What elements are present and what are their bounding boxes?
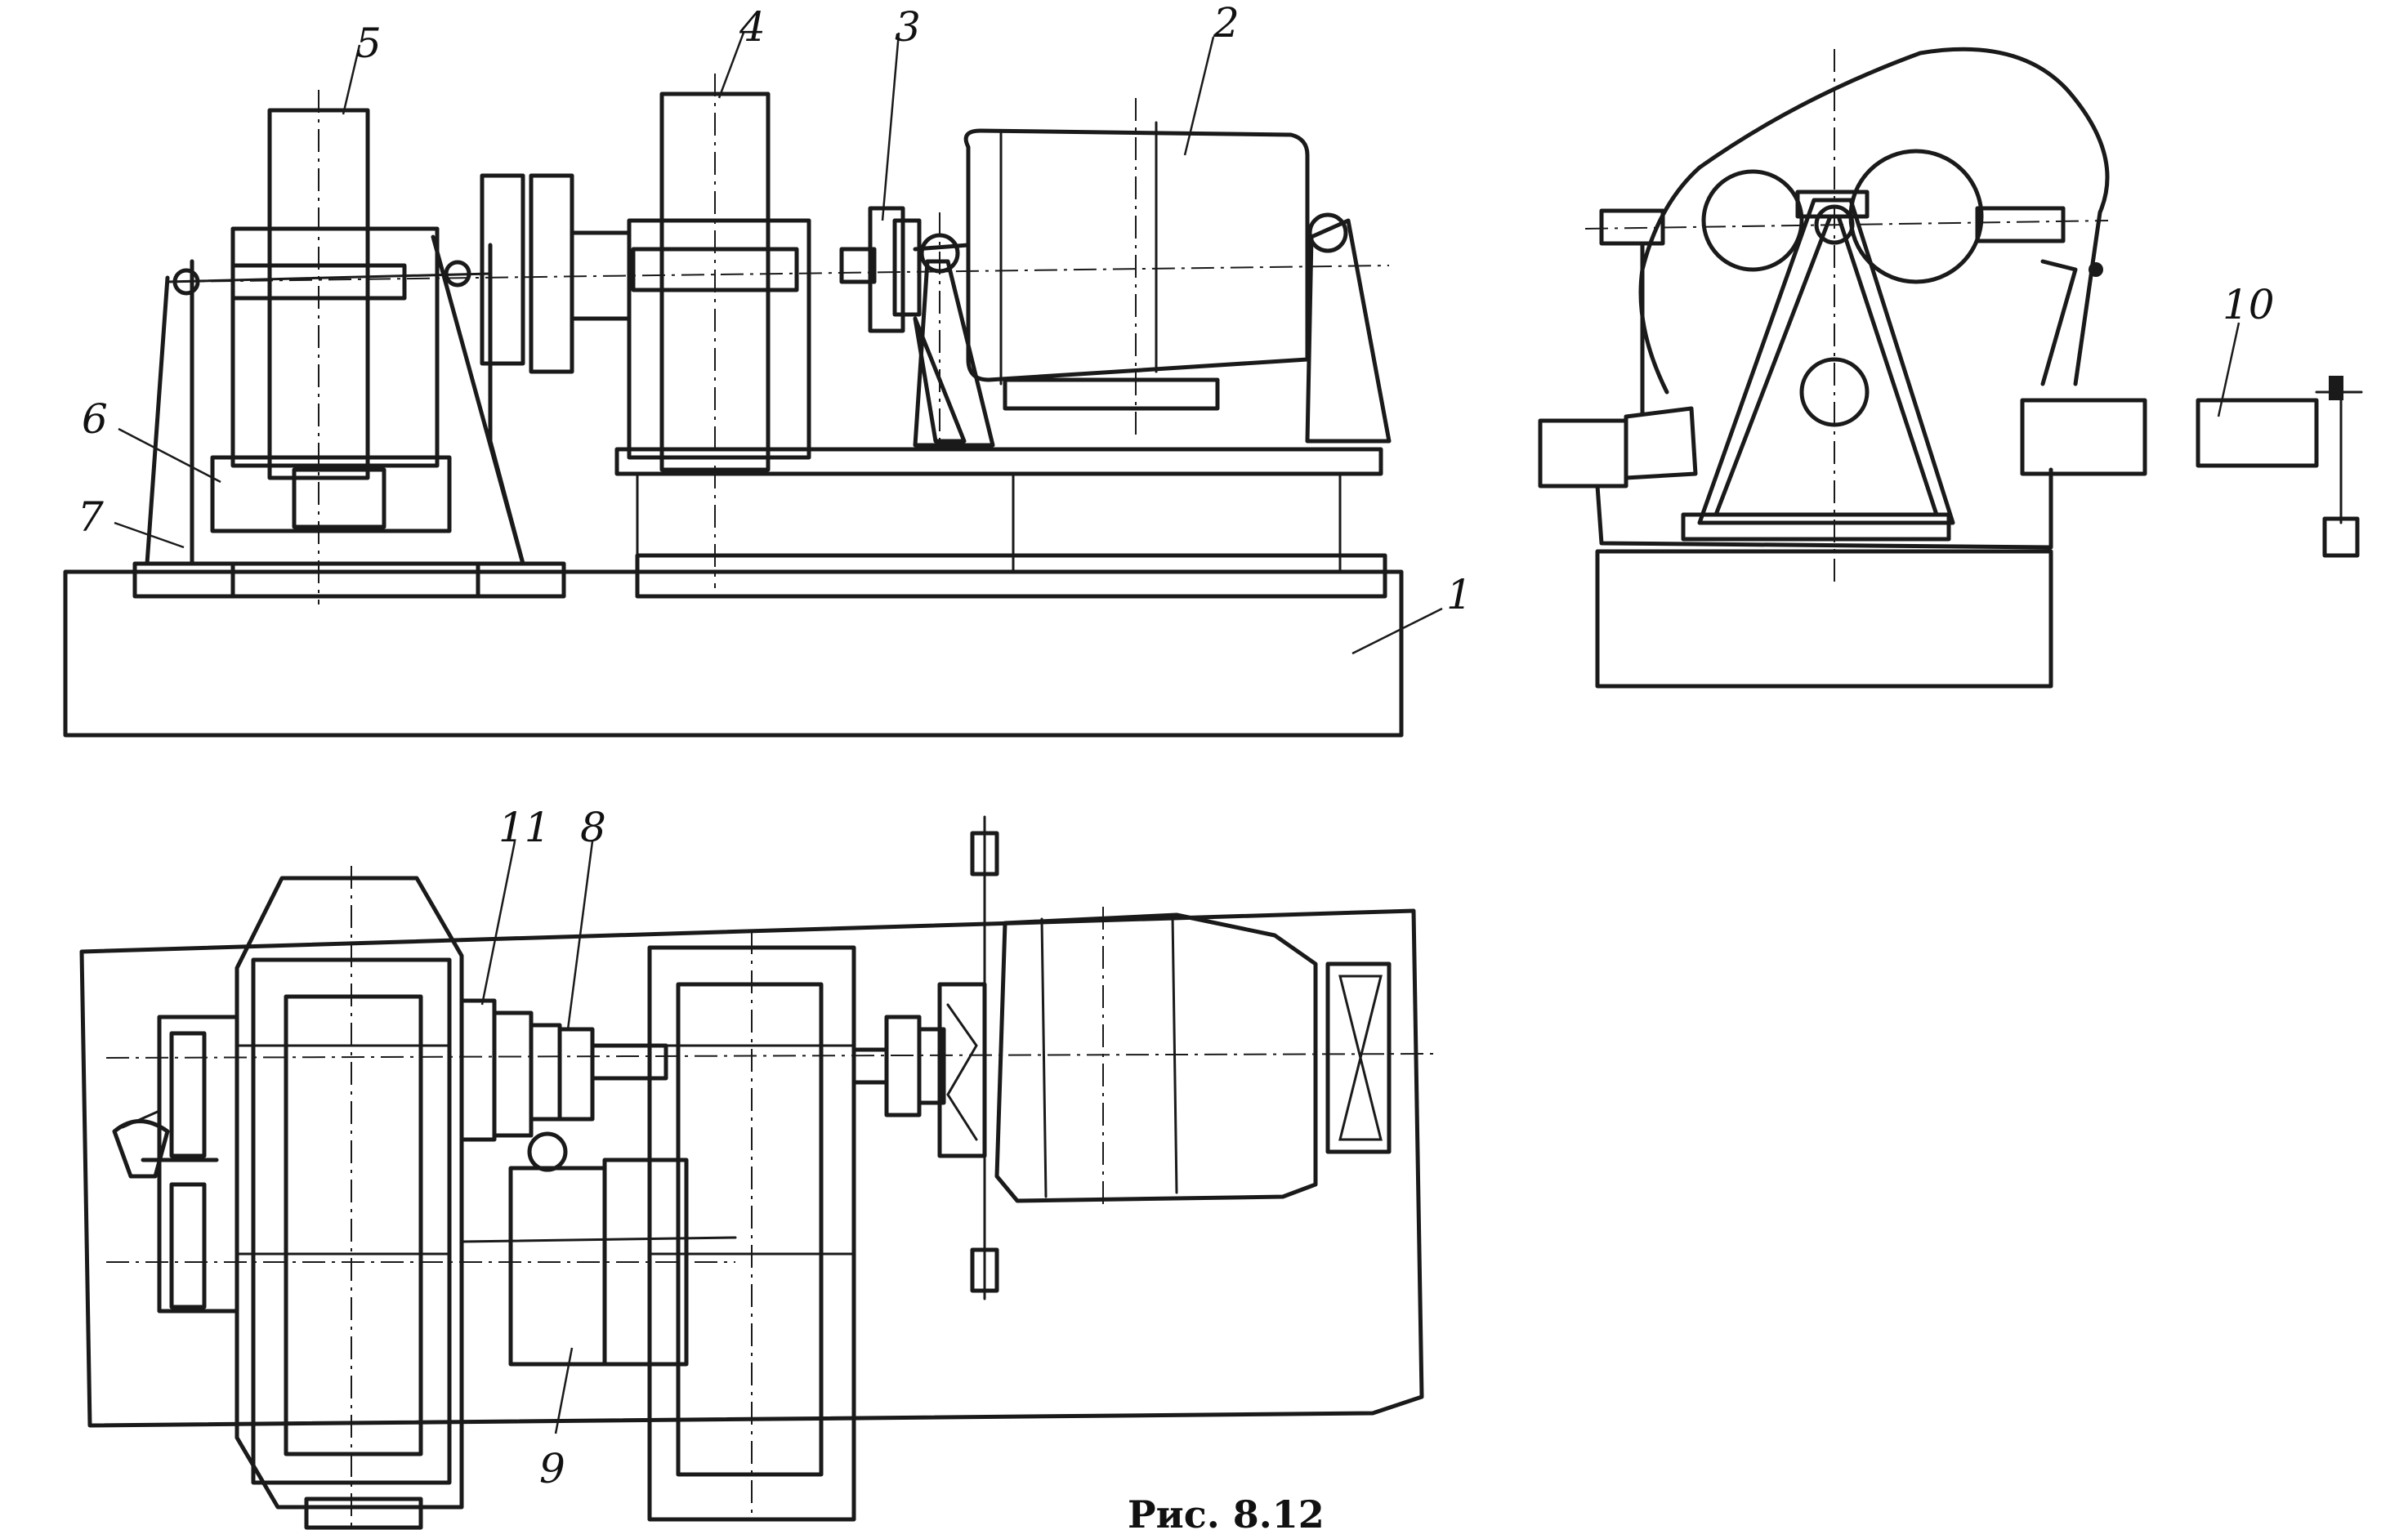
label-3: 3 — [895, 3, 921, 51]
label-2: 2 — [1213, 0, 1240, 47]
plan-motor — [851, 815, 1392, 1300]
left-reducer-unit — [145, 108, 525, 599]
coupling-5-4 — [480, 173, 632, 374]
base-top-plate-left — [132, 561, 566, 599]
motor — [913, 121, 1392, 448]
front-view: 1 2 3 4 5 6 7 — [63, 0, 1472, 738]
label-5: 5 — [355, 20, 382, 67]
middle-gearbox — [614, 91, 1383, 573]
figure-caption: Рис. 8.12 — [1128, 1492, 1325, 1530]
label-1: 1 — [1446, 571, 1472, 618]
label-8: 8 — [580, 804, 606, 851]
label-10: 10 — [2223, 281, 2275, 328]
base-slab — [63, 569, 1404, 738]
label-9: 9 — [539, 1445, 565, 1492]
label-6: 6 — [82, 395, 108, 443]
label-4: 4 — [739, 3, 766, 51]
base-top-plate-right — [635, 553, 1387, 599]
label-7: 7 — [78, 493, 104, 541]
label-11: 11 — [498, 804, 551, 851]
plan-couplings — [459, 998, 737, 1367]
side-base — [1595, 549, 2053, 689]
plan-view: 11 8 9 — [79, 804, 1439, 1530]
plan-left-reducer — [112, 876, 464, 1530]
side-view: 10 — [1538, 47, 2363, 689]
